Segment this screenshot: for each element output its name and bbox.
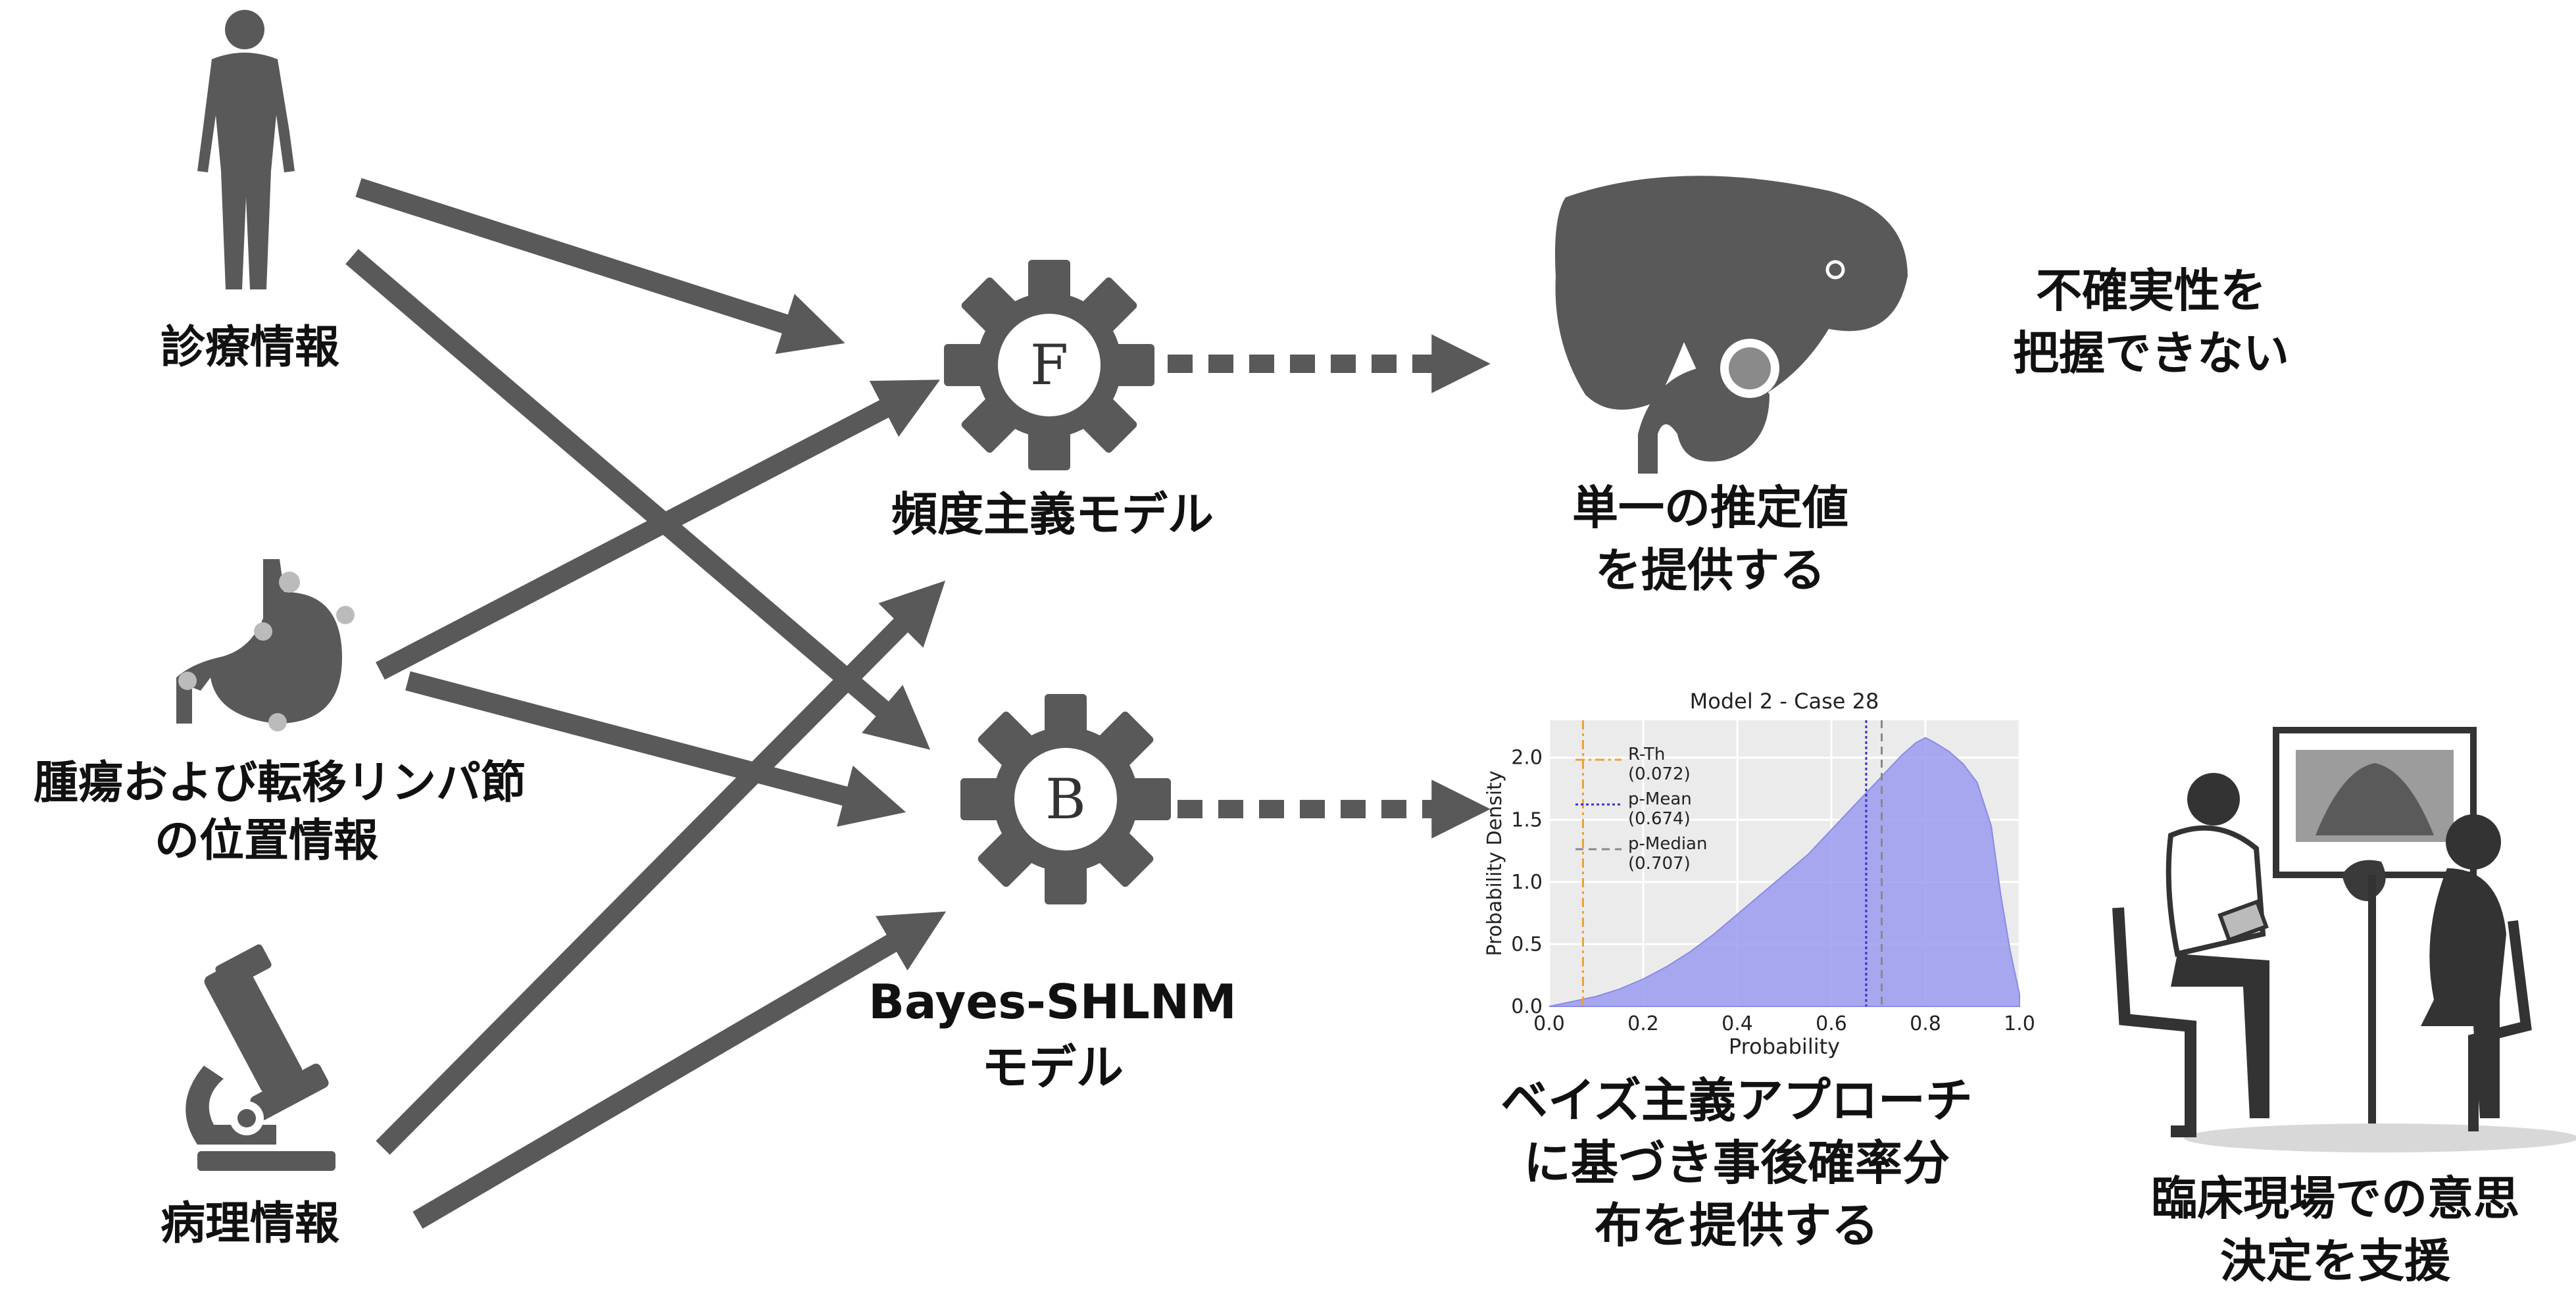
frequentist-gear-letter: F [1029, 333, 1069, 397]
x-tick-label: 0.0 [1533, 1012, 1565, 1035]
output-arrows [1168, 334, 1491, 839]
bayes-gear-letter: B [1045, 767, 1086, 831]
microscope-icon [186, 944, 335, 1171]
arrow-location-to-frequentist [376, 380, 941, 680]
location-info-label-line2: の位置情報 [154, 815, 378, 867]
organ-icon [1555, 176, 1908, 474]
clinical-info-label: 診療情報 [160, 322, 339, 374]
human-body-icon [197, 10, 295, 289]
posterior-label-line1: ベイズ主義アプローチ [1500, 1073, 1973, 1128]
legend-value: (0.674) [1628, 809, 1691, 829]
arrow-location-to-bayes [405, 671, 906, 827]
uncertainty-label-line2: 把握できない [2013, 326, 2289, 380]
input-arrows [345, 178, 947, 1229]
arrow-clinical-to-frequentist [355, 178, 845, 355]
single-estimate-label-line2: を提供する [1595, 543, 1825, 597]
frequentist-model-label: 頻度主義モデル [891, 487, 1214, 541]
posterior-label-line2: に基づき事後確率分 [1523, 1135, 1950, 1191]
pathology-info-label: 病理情報 [160, 1198, 339, 1250]
single-estimate-label-line1: 単一の推定値 [1572, 481, 1848, 535]
uncertainty-label-line1: 不確実性を [2036, 264, 2266, 318]
arrow-pathology-to-frequentist [376, 580, 946, 1155]
arrow-pathology-to-bayes [412, 911, 947, 1229]
y-tick-label: 0.5 [1511, 933, 1543, 956]
bayes-model-label-line1: Bayes-SHLNM [868, 974, 1237, 1029]
legend-label: p-Median [1628, 834, 1707, 854]
y-axis-label: Probability Density [1483, 770, 1506, 956]
x-tick-label: 0.6 [1816, 1012, 1847, 1035]
x-tick-label: 0.2 [1627, 1012, 1659, 1035]
arrow-clinical-to-bayes [345, 249, 931, 750]
y-tick-label: 0.0 [1511, 995, 1543, 1018]
x-tick-label: 0.8 [1910, 1012, 1941, 1035]
clinical-consultation-illustration [2112, 727, 2576, 1152]
legend-label: p-Mean [1628, 789, 1692, 809]
posterior-label-line3: 布を提供する [1594, 1198, 1879, 1253]
decision-support-label-line1: 臨床現場での意思 [2151, 1172, 2519, 1225]
legend-label: R-Th [1628, 745, 1665, 764]
stomach-icon [176, 559, 355, 731]
y-tick-label: 2.0 [1511, 747, 1543, 770]
x-tick-label: 1.0 [2004, 1012, 2035, 1035]
posterior-density-area [1548, 737, 2020, 1007]
decision-support-label-line2: 決定を支援 [2220, 1234, 2450, 1288]
y-tick-label: 1.5 [1511, 808, 1543, 831]
x-tick-label: 0.4 [1721, 1012, 1753, 1035]
legend-value: (0.072) [1628, 764, 1691, 784]
x-axis-label: Probability [1729, 1034, 1840, 1059]
location-info-label-line1: 腫瘍および転移リンパ節 [33, 757, 526, 809]
chart-title: Model 2 - Case 28 [1690, 689, 1879, 714]
bayes-model-label-line2: モデル [981, 1040, 1124, 1095]
legend-value: (0.707) [1628, 854, 1691, 874]
y-tick-label: 1.0 [1511, 871, 1543, 894]
